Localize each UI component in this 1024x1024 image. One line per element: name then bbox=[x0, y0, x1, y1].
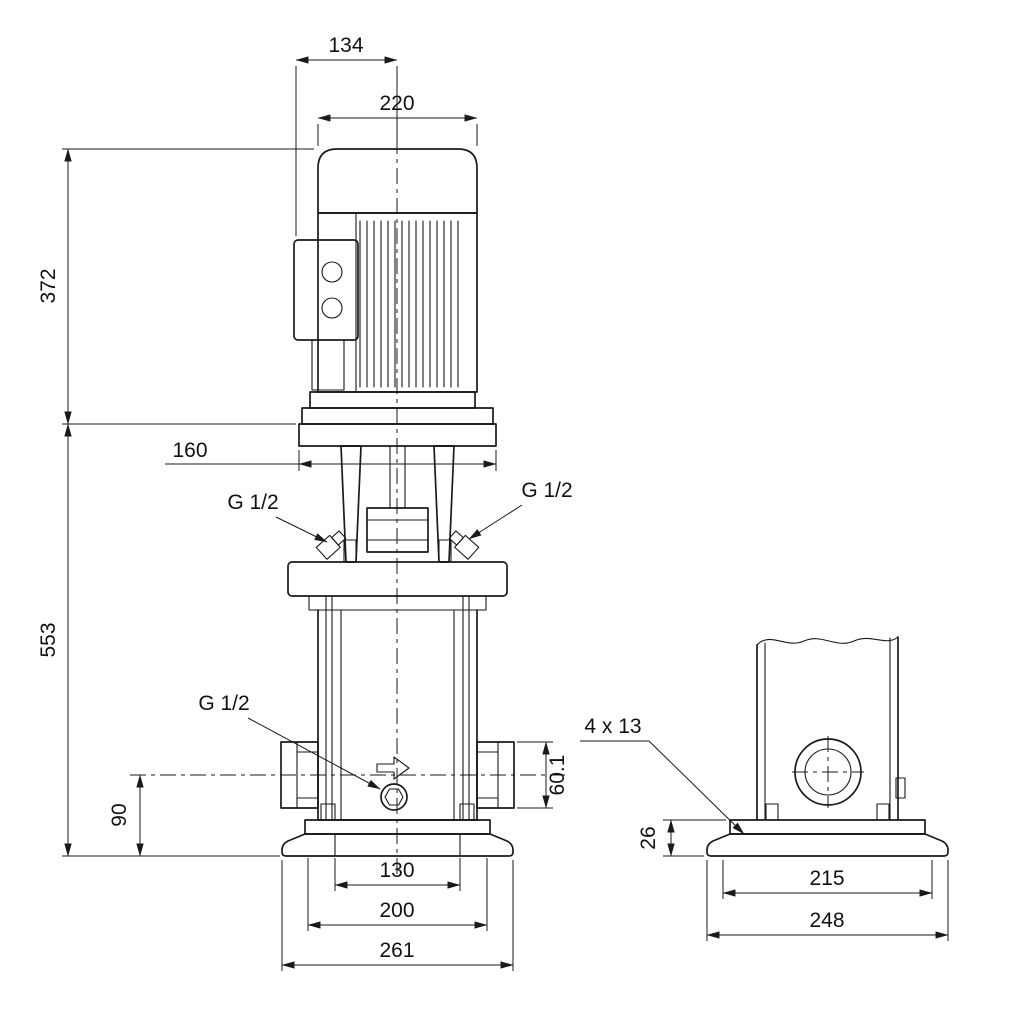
motor bbox=[317, 148, 478, 393]
dimension-160: 160 bbox=[165, 439, 497, 471]
cable-entry bbox=[311, 339, 345, 391]
dim-26: 26 bbox=[637, 826, 660, 849]
discharge-port bbox=[476, 741, 515, 809]
dimension-130: 130 bbox=[334, 858, 461, 891]
dimension-372: 372 bbox=[37, 148, 314, 425]
plug-callout-top-left: G 1/2 bbox=[227, 491, 328, 543]
dim-215: 215 bbox=[809, 867, 844, 890]
side-port bbox=[792, 736, 864, 808]
dim-372: 372 bbox=[37, 268, 60, 303]
motor-fins bbox=[359, 220, 459, 388]
bolt-holes-callout: 4 x 13 bbox=[580, 715, 745, 835]
plug-callout-drain: G 1/2 bbox=[198, 692, 381, 790]
plug-label-drain: G 1/2 bbox=[198, 692, 249, 715]
dim-200: 200 bbox=[379, 899, 414, 922]
plug-callout-top-right: G 1/2 bbox=[468, 479, 573, 540]
side-base bbox=[706, 819, 949, 857]
vent-plug-left bbox=[315, 530, 347, 560]
plug-label-top-left: G 1/2 bbox=[227, 491, 278, 514]
plug-label-top-right: G 1/2 bbox=[521, 479, 572, 502]
dim-220: 220 bbox=[379, 92, 414, 115]
staybolt-nut-right bbox=[459, 803, 475, 821]
coupling bbox=[366, 507, 429, 553]
dimension-261: 261 bbox=[281, 860, 514, 971]
dim-248: 248 bbox=[809, 909, 844, 932]
terminal-box-hole-top bbox=[321, 261, 343, 283]
side-plug-tab bbox=[895, 777, 906, 799]
side-chamber bbox=[756, 636, 906, 821]
dim-60-1: 60.1 bbox=[546, 755, 569, 796]
dimension-553: 553 bbox=[37, 423, 280, 857]
side-staybolt-nut-left bbox=[765, 803, 779, 821]
dimension-200: 200 bbox=[307, 858, 488, 931]
dim-130: 130 bbox=[379, 859, 414, 882]
dimension-26: 26 bbox=[637, 819, 726, 857]
centerlines bbox=[130, 138, 565, 878]
chamber-sleeve bbox=[317, 595, 478, 821]
base bbox=[281, 819, 514, 857]
side-view: 4 x 13 26 215 248 bbox=[580, 636, 949, 941]
flow-direction-arrow bbox=[376, 756, 410, 780]
dim-553: 553 bbox=[37, 622, 60, 657]
dimension-134: 134 bbox=[295, 34, 398, 236]
holes-label: 4 x 13 bbox=[584, 715, 641, 738]
terminal-box-hole-bottom bbox=[321, 297, 343, 319]
front-view: 134 220 372 553 160 G 1/2 bbox=[37, 34, 573, 971]
dimension-215: 215 bbox=[722, 860, 933, 899]
drain-plug bbox=[376, 756, 410, 811]
suction-port bbox=[280, 741, 319, 809]
dimension-220: 220 bbox=[317, 92, 478, 146]
dimension-90: 90 bbox=[108, 774, 144, 857]
dim-90: 90 bbox=[108, 803, 131, 826]
dim-134: 134 bbox=[328, 34, 363, 57]
motor-flange bbox=[298, 391, 497, 447]
side-staybolt-nut-right bbox=[876, 803, 890, 821]
dimension-60-1: 60.1 bbox=[517, 741, 569, 809]
dimension-248: 248 bbox=[706, 860, 949, 941]
dim-160: 160 bbox=[172, 439, 207, 462]
dim-261: 261 bbox=[379, 939, 414, 962]
staybolt-nut-left bbox=[320, 803, 336, 821]
vent-plug-right bbox=[448, 530, 480, 560]
terminal-box bbox=[293, 239, 359, 391]
